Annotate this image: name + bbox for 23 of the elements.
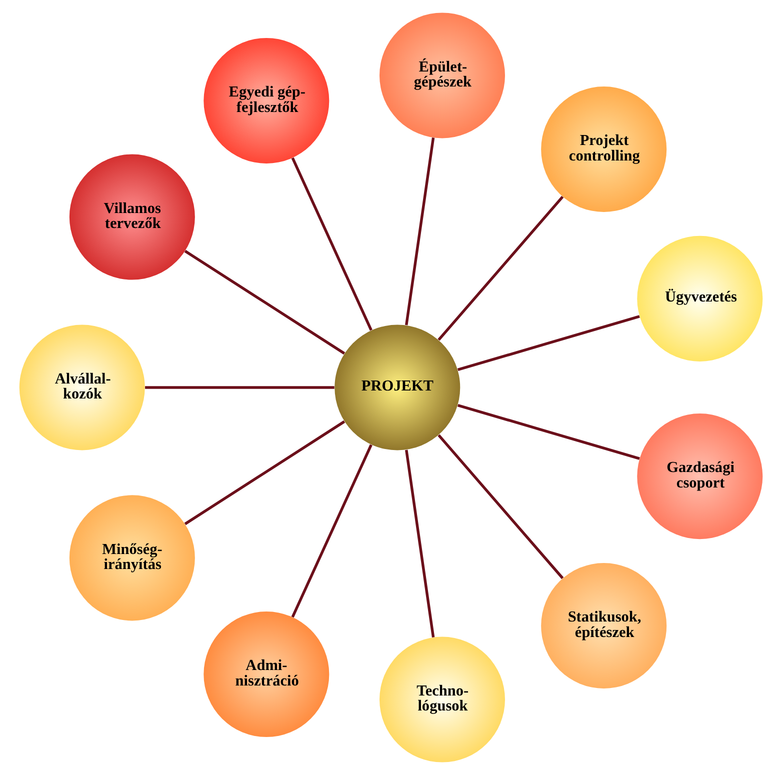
node-circle: Ügyvezetés bbox=[636, 236, 762, 362]
connector bbox=[456, 404, 640, 460]
connector bbox=[456, 315, 640, 372]
node-circle: Minőség- irányítás bbox=[68, 495, 194, 621]
node-circle: Alvállal- kozók bbox=[18, 324, 144, 450]
connector bbox=[290, 157, 372, 331]
node-circle: Épület- gépészek bbox=[379, 12, 504, 138]
node-circle: Admi- nisztráció bbox=[203, 612, 329, 738]
connector bbox=[404, 450, 434, 638]
node-circle: Projekt controlling bbox=[540, 86, 666, 212]
node-circle: Villamos tervezők bbox=[68, 154, 194, 280]
connector bbox=[290, 444, 372, 618]
node-circle: Statikusok, építészek bbox=[540, 563, 666, 688]
connector bbox=[184, 250, 345, 355]
node-circle: Gazdasági csoport bbox=[636, 414, 762, 540]
connector bbox=[144, 386, 334, 389]
node-circle: Egyedi gép- fejlesztők bbox=[203, 38, 329, 164]
connector bbox=[437, 434, 564, 580]
connector bbox=[404, 138, 434, 326]
node-circle: PROJEKT bbox=[334, 324, 460, 450]
connector bbox=[437, 196, 564, 341]
connector bbox=[184, 420, 345, 526]
node-circle: Techno- lógusok bbox=[379, 636, 504, 762]
